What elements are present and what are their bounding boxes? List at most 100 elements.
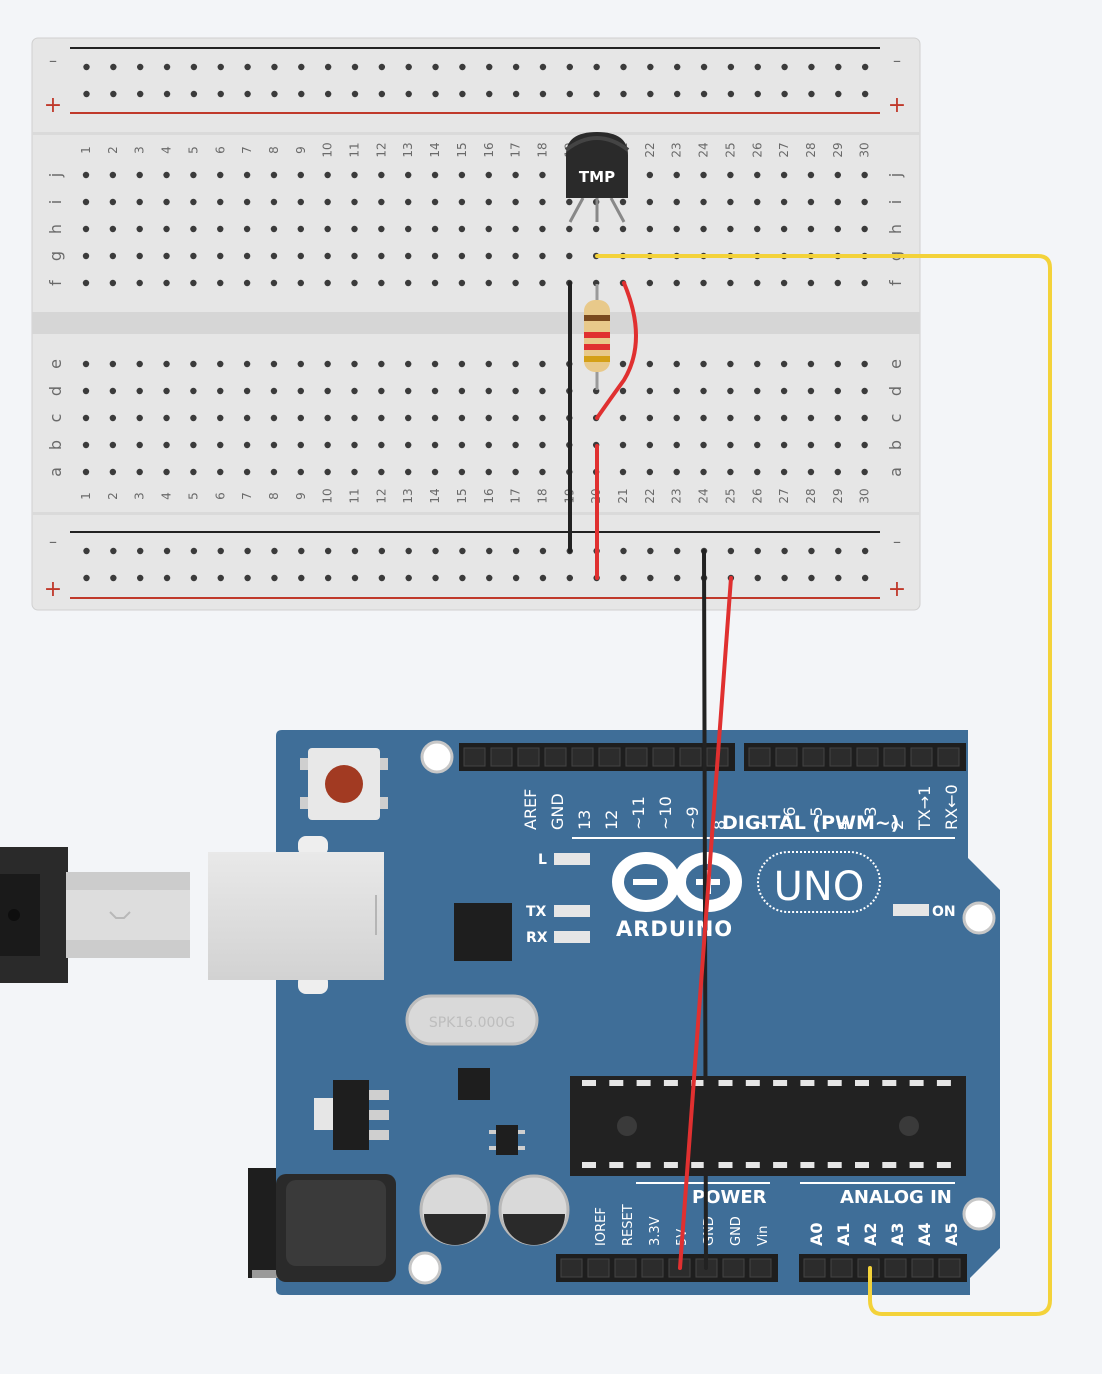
breadboard-hole[interactable]: [136, 360, 143, 368]
breadboard-hole[interactable]: [324, 468, 331, 476]
breadboard-hole[interactable]: [727, 441, 734, 449]
breadboard-hole[interactable]: [405, 360, 412, 368]
breadboard-hole[interactable]: [243, 441, 251, 449]
rail-hole[interactable]: [459, 547, 466, 555]
header-socket[interactable]: [587, 1258, 610, 1278]
breadboard-hole[interactable]: [405, 468, 412, 476]
breadboard-hole[interactable]: [136, 387, 143, 395]
breadboard-hole[interactable]: [378, 360, 385, 368]
breadboard-hole[interactable]: [780, 279, 788, 287]
breadboard-hole[interactable]: [351, 225, 358, 233]
rail-hole[interactable]: [754, 574, 761, 582]
rail-hole[interactable]: [620, 90, 627, 98]
breadboard-hole[interactable]: [109, 414, 117, 422]
breadboard-hole[interactable]: [512, 468, 519, 476]
breadboard-hole[interactable]: [458, 279, 466, 287]
header-socket[interactable]: [463, 747, 486, 767]
breadboard-hole[interactable]: [754, 360, 761, 368]
breadboard-hole[interactable]: [458, 252, 466, 260]
rail-hole[interactable]: [83, 574, 90, 582]
rail-hole[interactable]: [244, 574, 251, 582]
breadboard-hole[interactable]: [807, 414, 815, 422]
rail-hole[interactable]: [405, 574, 412, 582]
rail-hole[interactable]: [835, 63, 842, 71]
header-socket[interactable]: [571, 747, 594, 767]
breadboard-hole[interactable]: [512, 171, 519, 179]
breadboard-hole[interactable]: [458, 387, 466, 395]
breadboard-hole[interactable]: [163, 252, 170, 260]
rail-hole[interactable]: [754, 63, 761, 71]
rail-hole[interactable]: [110, 574, 117, 582]
breadboard-hole[interactable]: [646, 414, 654, 422]
rail-hole[interactable]: [244, 547, 251, 555]
breadboard-hole[interactable]: [727, 468, 734, 476]
breadboard-hole[interactable]: [136, 468, 143, 476]
rail-hole[interactable]: [486, 63, 493, 71]
rail-hole[interactable]: [217, 63, 224, 71]
breadboard-hole[interactable]: [297, 414, 304, 422]
breadboard-hole[interactable]: [727, 198, 734, 206]
rail-hole[interactable]: [271, 547, 278, 555]
breadboard-hole[interactable]: [673, 171, 680, 179]
breadboard-hole[interactable]: [485, 414, 492, 422]
rail-hole[interactable]: [378, 63, 386, 71]
breadboard-hole[interactable]: [431, 414, 439, 422]
breadboard-hole[interactable]: [324, 414, 331, 422]
breadboard-hole[interactable]: [700, 414, 707, 422]
rail-hole[interactable]: [271, 90, 278, 98]
breadboard-hole[interactable]: [82, 441, 90, 449]
breadboard-hole[interactable]: [485, 468, 492, 476]
header-socket[interactable]: [490, 747, 513, 767]
rail-hole[interactable]: [566, 90, 573, 98]
header-socket[interactable]: [749, 1258, 772, 1278]
rail-hole[interactable]: [459, 63, 466, 71]
breadboard-hole[interactable]: [512, 198, 519, 206]
breadboard-hole[interactable]: [217, 414, 224, 422]
breadboard-hole[interactable]: [431, 387, 439, 395]
breadboard-hole[interactable]: [754, 198, 761, 206]
breadboard-hole[interactable]: [324, 252, 331, 260]
breadboard-hole[interactable]: [324, 360, 331, 368]
breadboard-hole[interactable]: [297, 468, 304, 476]
breadboard-hole[interactable]: [861, 468, 868, 476]
breadboard-hole[interactable]: [351, 414, 358, 422]
breadboard-hole[interactable]: [109, 198, 117, 206]
breadboard-hole[interactable]: [136, 225, 143, 233]
rail-hole[interactable]: [539, 63, 547, 71]
breadboard-hole[interactable]: [82, 414, 90, 422]
breadboard-hole[interactable]: [109, 225, 117, 233]
rail-hole[interactable]: [512, 574, 520, 582]
breadboard-hole[interactable]: [270, 225, 278, 233]
breadboard-hole[interactable]: [82, 387, 90, 395]
rail-hole[interactable]: [432, 90, 439, 98]
breadboard-hole[interactable]: [431, 468, 439, 476]
breadboard-hole[interactable]: [297, 387, 304, 395]
breadboard-hole[interactable]: [458, 360, 466, 368]
rail-hole[interactable]: [324, 63, 332, 71]
header-socket[interactable]: [598, 747, 621, 767]
breadboard-hole[interactable]: [754, 279, 761, 287]
breadboard-hole[interactable]: [82, 360, 90, 368]
rail-hole[interactable]: [137, 90, 144, 98]
breadboard-hole[interactable]: [673, 441, 680, 449]
temperature-sensor[interactable]: TMP: [564, 132, 630, 223]
rail-hole[interactable]: [163, 90, 171, 98]
breadboard-hole[interactable]: [351, 171, 358, 179]
breadboard-hole[interactable]: [270, 414, 278, 422]
breadboard-hole[interactable]: [780, 198, 788, 206]
rail-hole[interactable]: [351, 63, 359, 71]
rail-hole[interactable]: [512, 90, 520, 98]
header-socket[interactable]: [802, 747, 825, 767]
breadboard-hole[interactable]: [109, 252, 117, 260]
breadboard-hole[interactable]: [834, 279, 841, 287]
breadboard-hole[interactable]: [780, 360, 788, 368]
breadboard-hole[interactable]: [566, 252, 573, 260]
rail-hole[interactable]: [512, 63, 520, 71]
breadboard-hole[interactable]: [217, 198, 224, 206]
breadboard-hole[interactable]: [431, 441, 439, 449]
breadboard-hole[interactable]: [700, 225, 707, 233]
rail-hole[interactable]: [674, 574, 681, 582]
breadboard-hole[interactable]: [458, 414, 466, 422]
breadboard-hole[interactable]: [217, 252, 224, 260]
header-socket[interactable]: [775, 747, 798, 767]
